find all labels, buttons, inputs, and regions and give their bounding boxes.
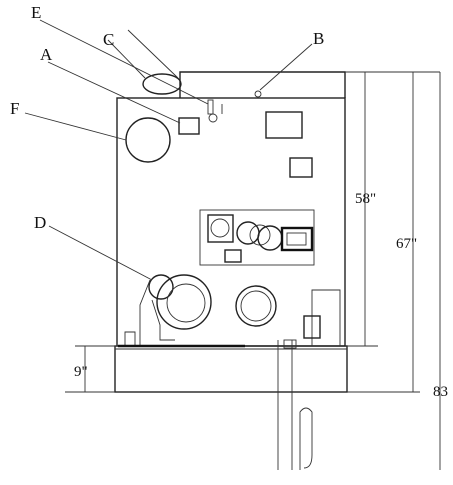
control-panel-upper [265, 111, 313, 178]
dimension-lines [84, 71, 441, 470]
top-extension-box [179, 71, 346, 98]
callout-a: A [40, 45, 53, 64]
fitting-b [254, 90, 262, 98]
callout-d: D [34, 213, 46, 232]
callout-b: B [313, 29, 324, 48]
blower-d [139, 274, 212, 345]
burner-circle [235, 285, 277, 327]
drain-pipe [277, 339, 313, 470]
left-piping [118, 331, 245, 348]
lower-right-box [303, 289, 341, 346]
dimension-9: 9" [74, 364, 88, 380]
callout-c: C [103, 30, 114, 49]
cabinet-upper-body [116, 97, 346, 347]
tank-f [125, 117, 171, 163]
dimension-58: 58" [355, 191, 376, 207]
callout-e: E [31, 3, 41, 22]
callout-f: F [10, 99, 19, 118]
fitting-e [207, 99, 223, 123]
cabinet-base [65, 345, 348, 393]
dimension-83: 83 [433, 384, 448, 400]
callout-leaders [24, 19, 313, 281]
pump-motor-assembly [199, 209, 315, 266]
component-a-box [178, 117, 200, 135]
dimension-67: 67" [396, 236, 417, 252]
exhaust-duct-c [107, 29, 182, 95]
